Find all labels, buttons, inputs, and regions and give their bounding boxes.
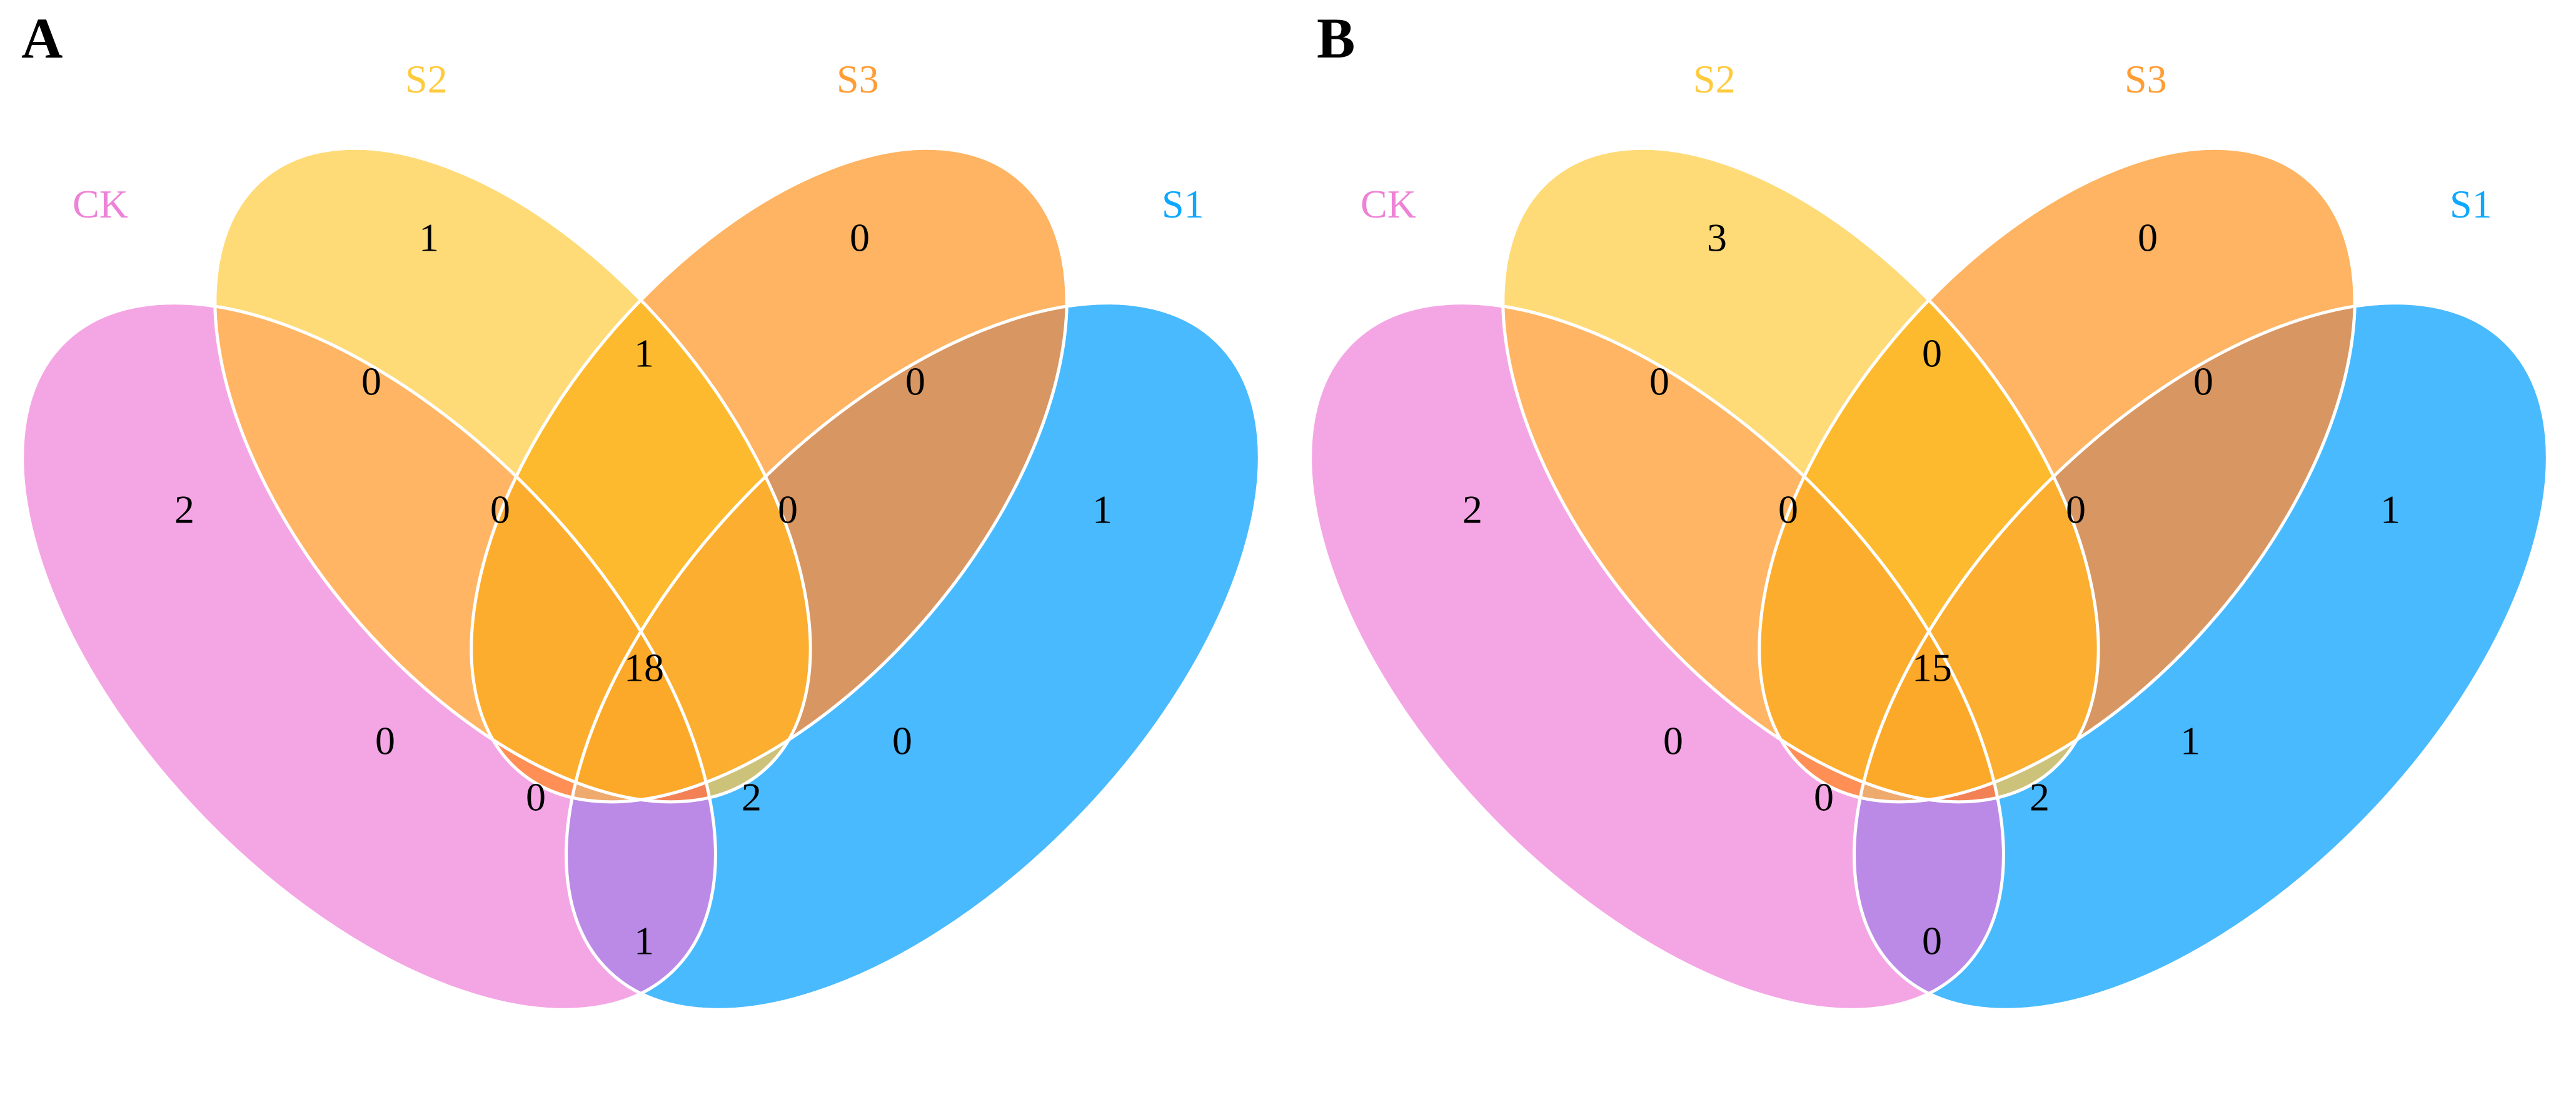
count-ck-s1: 0 [1922,919,1942,963]
count-s3-only: 0 [850,216,870,260]
count-s2-s3-s1: 0 [2066,488,2086,532]
count-all: 18 [624,646,664,690]
count-s2-s3: 1 [634,331,654,376]
region-counts-b: 2 3 0 1 0 0 0 0 0 15 0 1 0 2 0 [1462,216,2400,963]
venn-panel-a: A [21,6,1261,1011]
venn-panel-b: B [1309,6,2549,1011]
count-s2-s1: 1 [2180,719,2200,763]
count-s2-s3-s1: 0 [778,488,798,532]
count-ck-s2: 0 [361,359,381,404]
set-label-s2: S2 [1693,57,1736,101]
count-ck-s2: 0 [1649,359,1669,404]
set-label-s2: S2 [405,57,448,101]
count-ck-s3-s1: 2 [742,775,762,819]
count-s2-s1: 0 [892,719,912,763]
count-ck-s2-s3: 0 [1778,488,1798,532]
count-s3-s1: 0 [905,359,925,404]
count-ck-only: 2 [1462,488,1482,532]
set-label-s1: S1 [1162,182,1204,226]
set-label-s3: S3 [2125,57,2167,101]
count-ck-s3-s1: 2 [2030,775,2050,819]
set-label-ck: CK [1361,182,1416,226]
count-ck-s3: 0 [1663,719,1683,763]
count-ck-s2-s1: 0 [1814,775,1834,819]
panel-letter-a: A [21,6,63,70]
ellipses-b [1309,146,2549,1011]
count-s2-only: 1 [419,216,439,260]
count-ck-only: 2 [174,488,194,532]
set-label-ck: CK [73,182,128,226]
ellipses-a [21,146,1261,1011]
panel-letter-b: B [1317,6,1355,70]
count-ck-s3: 0 [375,719,395,763]
count-all: 15 [1912,646,1952,690]
count-s3-only: 0 [2138,216,2158,260]
count-s1-only: 1 [2380,488,2400,532]
set-label-s3: S3 [837,57,879,101]
count-s2-s3: 0 [1922,331,1942,376]
region-counts-a: 2 1 0 1 0 1 0 0 0 18 0 0 0 2 1 [174,216,1112,963]
count-ck-s1: 1 [634,919,654,963]
count-s1-only: 1 [1092,488,1112,532]
count-s3-s1: 0 [2193,359,2213,404]
count-s2-only: 3 [1707,216,1727,260]
set-label-s1: S1 [2450,182,2492,226]
count-ck-s2-s1: 0 [526,775,546,819]
count-ck-s2-s3: 0 [490,488,510,532]
